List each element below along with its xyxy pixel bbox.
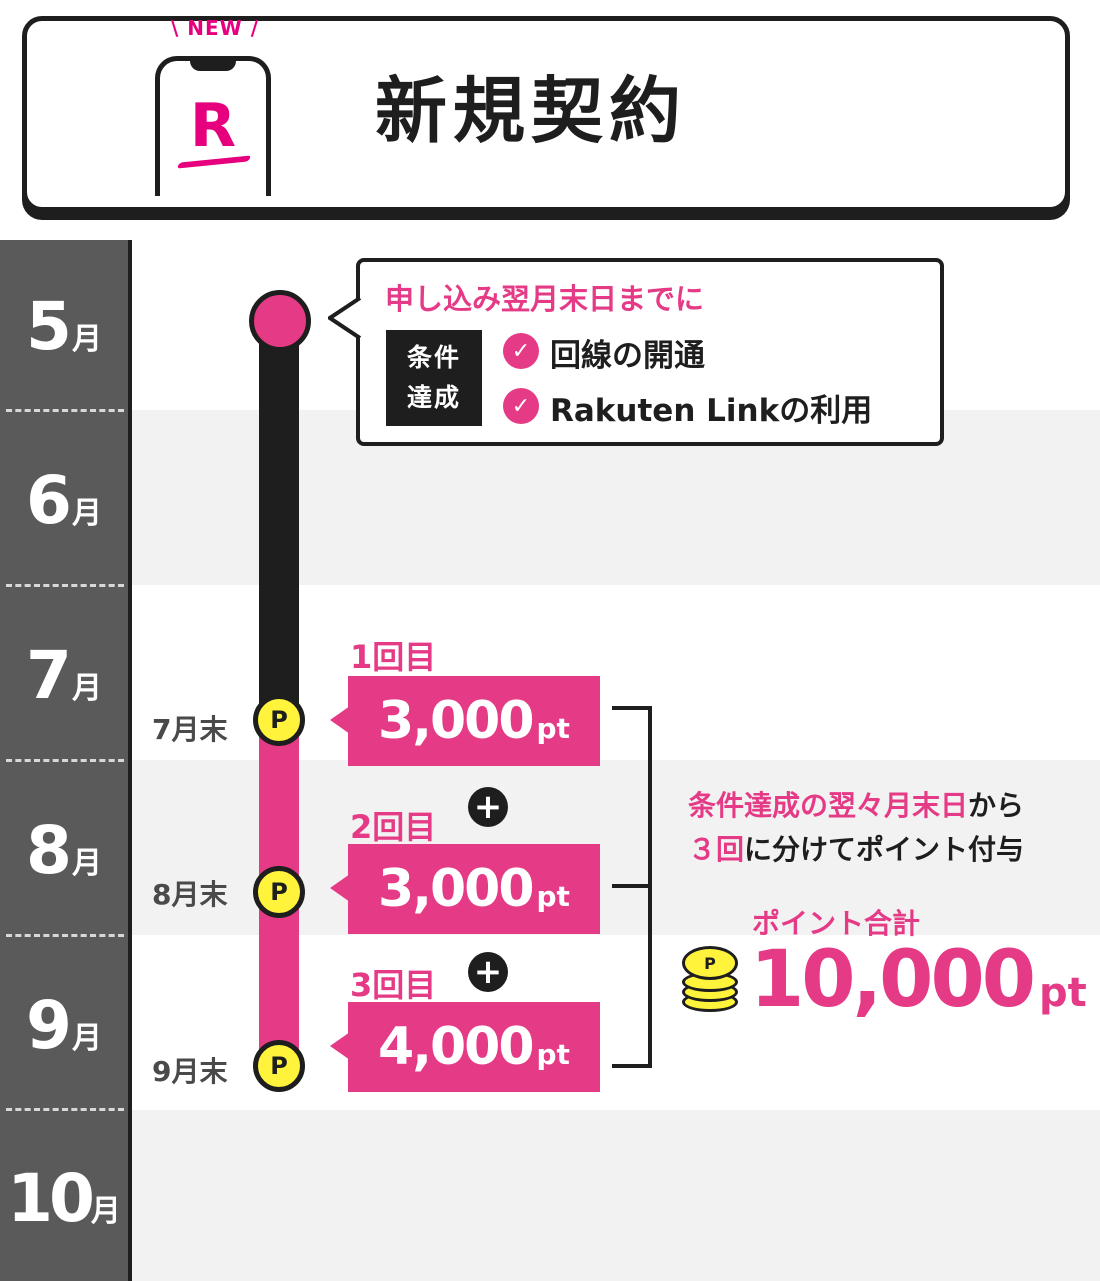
page-title: 新規契約 — [375, 69, 688, 153]
timeline-track-pending — [259, 320, 299, 720]
point-icon: P — [253, 1040, 305, 1092]
phone-notch — [190, 59, 236, 71]
sidebar-edge — [128, 240, 132, 1281]
total-label: ポイント合計 — [752, 907, 921, 940]
month-divider — [6, 1108, 124, 1111]
condition-item: 回線の開通 — [550, 338, 705, 374]
bracket-tick — [612, 884, 652, 888]
condition-item: Rakuten Linkの利用 — [550, 393, 873, 429]
check-icon: ✓ — [503, 388, 539, 424]
month-end-label: 9月末 — [152, 1055, 228, 1088]
month-label-august: 8月 — [26, 812, 102, 889]
check-icon: ✓ — [503, 333, 539, 369]
point-icon: P — [253, 694, 305, 746]
month-label-june: 6月 — [26, 462, 102, 539]
month-divider — [6, 934, 124, 937]
rakuten-logo-icon: R — [189, 91, 237, 161]
phone-icon: R — [155, 56, 271, 196]
callout-tail-cover — [328, 296, 362, 340]
payout-note-line-2: ３回に分けてポイント付与 — [688, 833, 1025, 866]
month-divider — [6, 584, 124, 587]
month-divider — [6, 409, 124, 412]
month-label-september: 9月 — [26, 987, 102, 1064]
month-label-july: 7月 — [26, 637, 102, 714]
month-end-label: 8月末 — [152, 878, 228, 911]
point-icon: P — [253, 866, 305, 918]
pt-box-tail — [330, 874, 350, 902]
coin-icon: P — [682, 946, 738, 980]
new-badge: \ NEW / — [171, 16, 259, 40]
pt-box-tail — [330, 1032, 350, 1060]
round-label-1: 1回目 — [350, 638, 437, 676]
month-end-label: 7月末 — [152, 713, 228, 746]
round-label-3: 3回目 — [350, 966, 437, 1004]
plus-icon: + — [468, 952, 508, 992]
month-label-october: 10月 — [7, 1160, 121, 1237]
pt-box-tail — [330, 706, 350, 734]
callout-title: 申し込み翌月末日までに — [385, 282, 705, 316]
round-label-2: 2回目 — [350, 808, 437, 846]
condition-label: 条件 達成 — [386, 330, 482, 426]
plus-icon: + — [468, 787, 508, 827]
month-label-may: 5月 — [26, 288, 102, 365]
payout-note-line-1: 条件達成の翌々月末日から — [688, 789, 1025, 822]
band-october — [132, 1110, 1100, 1281]
month-divider — [6, 759, 124, 762]
timeline-start-dot — [249, 290, 311, 352]
